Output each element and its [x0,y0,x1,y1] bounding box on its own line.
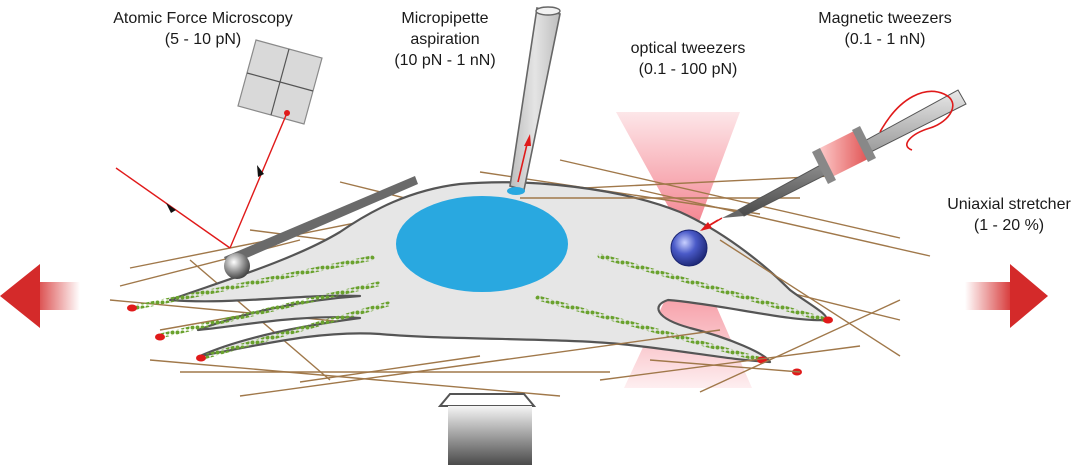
nucleus [396,196,568,292]
magnetic-label: Magnetic tweezers (0.1 - 1 nN) [800,8,970,50]
stretch-arrow-left-icon [0,264,80,328]
quadrant-photodetector-icon [237,39,323,125]
afm-label: Atomic Force Microscopy (5 - 10 pN) [88,8,318,50]
stretcher-range: (1 - 20 %) [973,217,1045,234]
magnetic-range: (0.1 - 1 nN) [844,31,926,48]
stress-fibers [129,253,829,363]
micropipette-line1: Micropipette [401,10,489,27]
micropipette-label: Micropipette aspiration (10 pN - 1 nN) [375,8,515,71]
optical-bead-icon [670,229,708,267]
afm-range: (5 - 10 pN) [164,31,242,48]
magnetic-needle-icon [700,89,967,231]
afm-title: Atomic Force Microscopy [113,10,293,27]
magnetic-title: Magnetic tweezers [818,10,952,27]
laser-beam [115,112,288,249]
micropipette-icon [507,6,561,195]
optical-label: optical tweezers (0.1 - 100 pN) [608,38,768,80]
afm-cantilever-icon [224,176,418,279]
optical-range: (0.1 - 100 pN) [638,61,738,78]
micropipette-line2: aspiration [410,31,480,48]
stretcher-label: Uniaxial stretcher (1 - 20 %) [934,194,1084,236]
focal-adhesions [127,304,833,376]
ecm-fibers-front [180,189,931,397]
optical-title: optical tweezers [630,40,746,57]
stretcher-title: Uniaxial stretcher [947,196,1071,213]
microscope-objective-icon [437,393,537,465]
stretch-arrow-right-icon [965,264,1048,328]
micropipette-range: (10 pN - 1 nN) [394,52,496,69]
